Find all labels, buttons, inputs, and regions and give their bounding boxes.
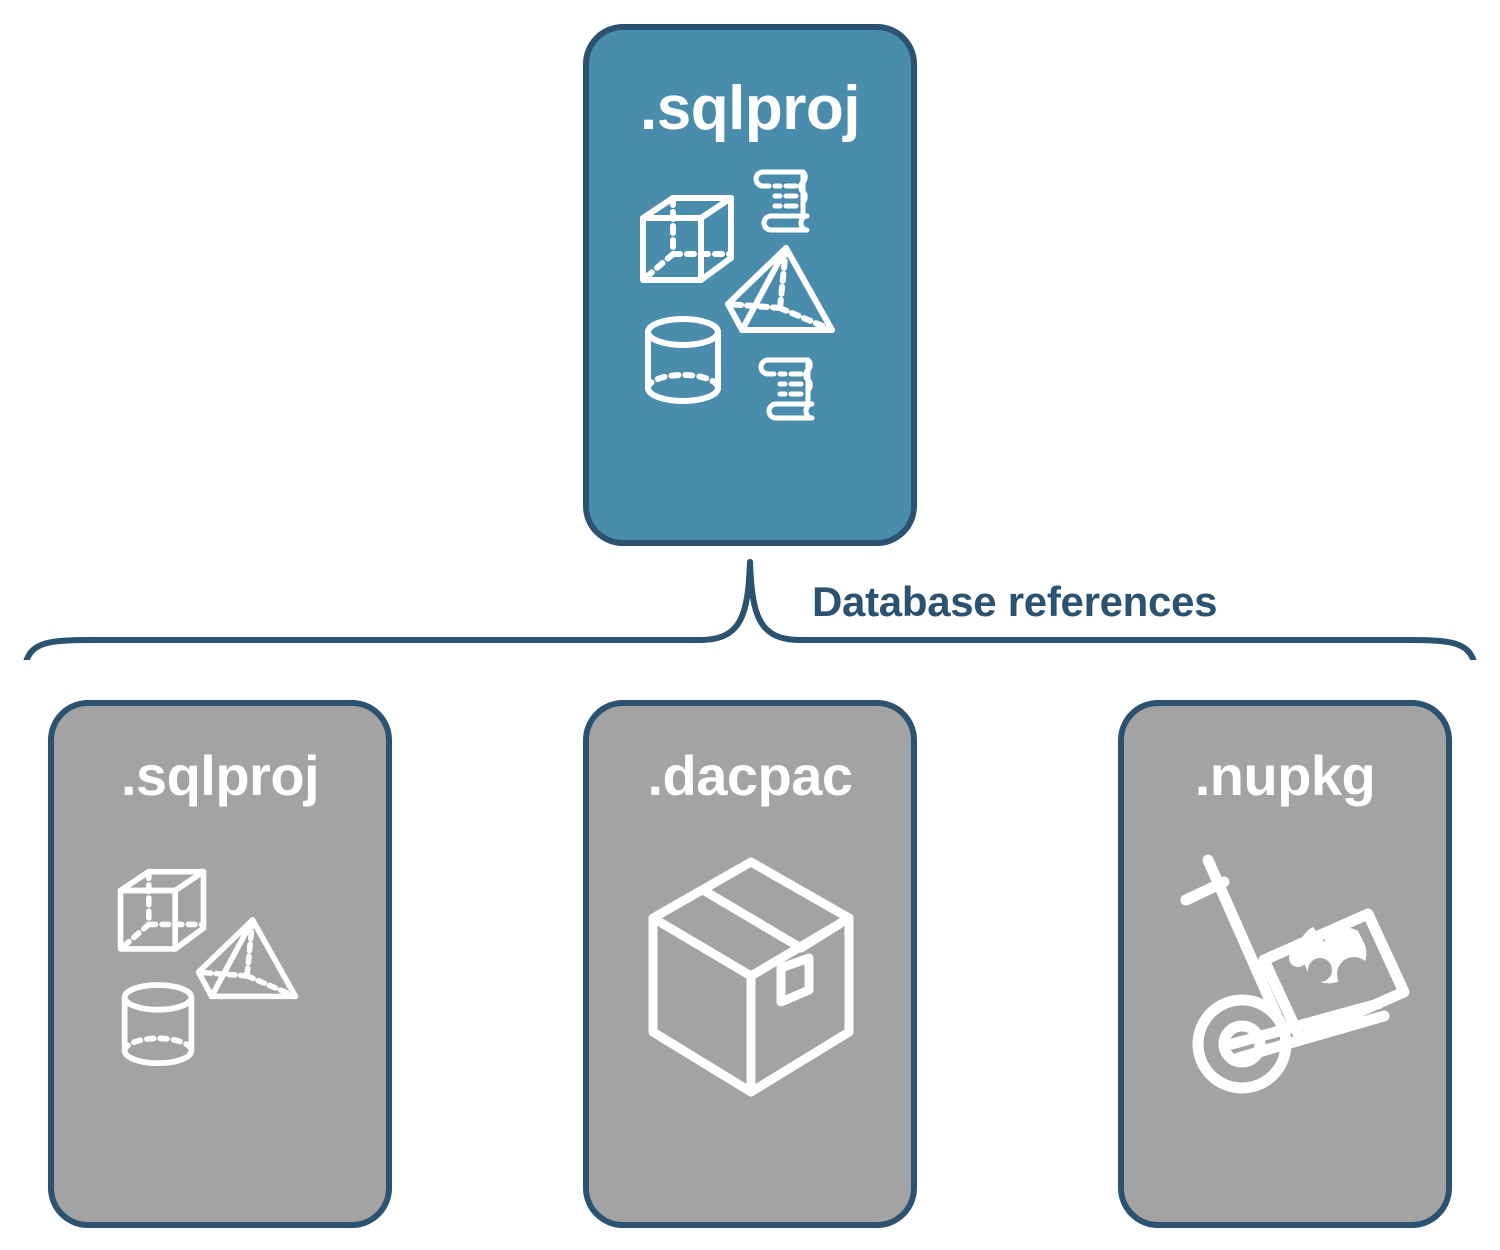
node-label-dacpac: .dacpac: [647, 744, 853, 807]
package-box-icon: [648, 857, 854, 1097]
node-card-sqlproj-root[interactable]: .sqlproj: [583, 24, 917, 546]
icon-group-database-objects: [95, 832, 345, 1112]
scroll-icon: [758, 357, 815, 421]
cube-icon: [640, 195, 734, 283]
icon-group-package: [625, 832, 875, 1112]
scroll-icon: [753, 169, 810, 233]
pyramid-icon: [725, 245, 835, 333]
node-label-nupkg: .nupkg: [1194, 744, 1376, 807]
curly-brace-connector: [23, 559, 1477, 660]
node-label-sqlproj-ref: .sqlproj: [120, 744, 320, 807]
icon-group-database-objects: [630, 162, 870, 442]
node-label-sqlproj-root: .sqlproj: [640, 74, 860, 143]
cylinder-icon: [645, 316, 721, 404]
pyramid-icon: [195, 917, 299, 1000]
node-card-nupkg[interactable]: .nupkg: [1118, 700, 1452, 1228]
cylinder-icon: [121, 982, 195, 1066]
node-card-dacpac[interactable]: .dacpac: [583, 700, 917, 1228]
icon-group-hand-truck: [1160, 832, 1410, 1112]
connector-label-database-references: Database references: [812, 578, 1218, 625]
node-card-sqlproj-ref[interactable]: .sqlproj: [48, 700, 392, 1228]
cube-icon: [117, 868, 207, 952]
hand-truck-icon: [1180, 854, 1410, 1094]
